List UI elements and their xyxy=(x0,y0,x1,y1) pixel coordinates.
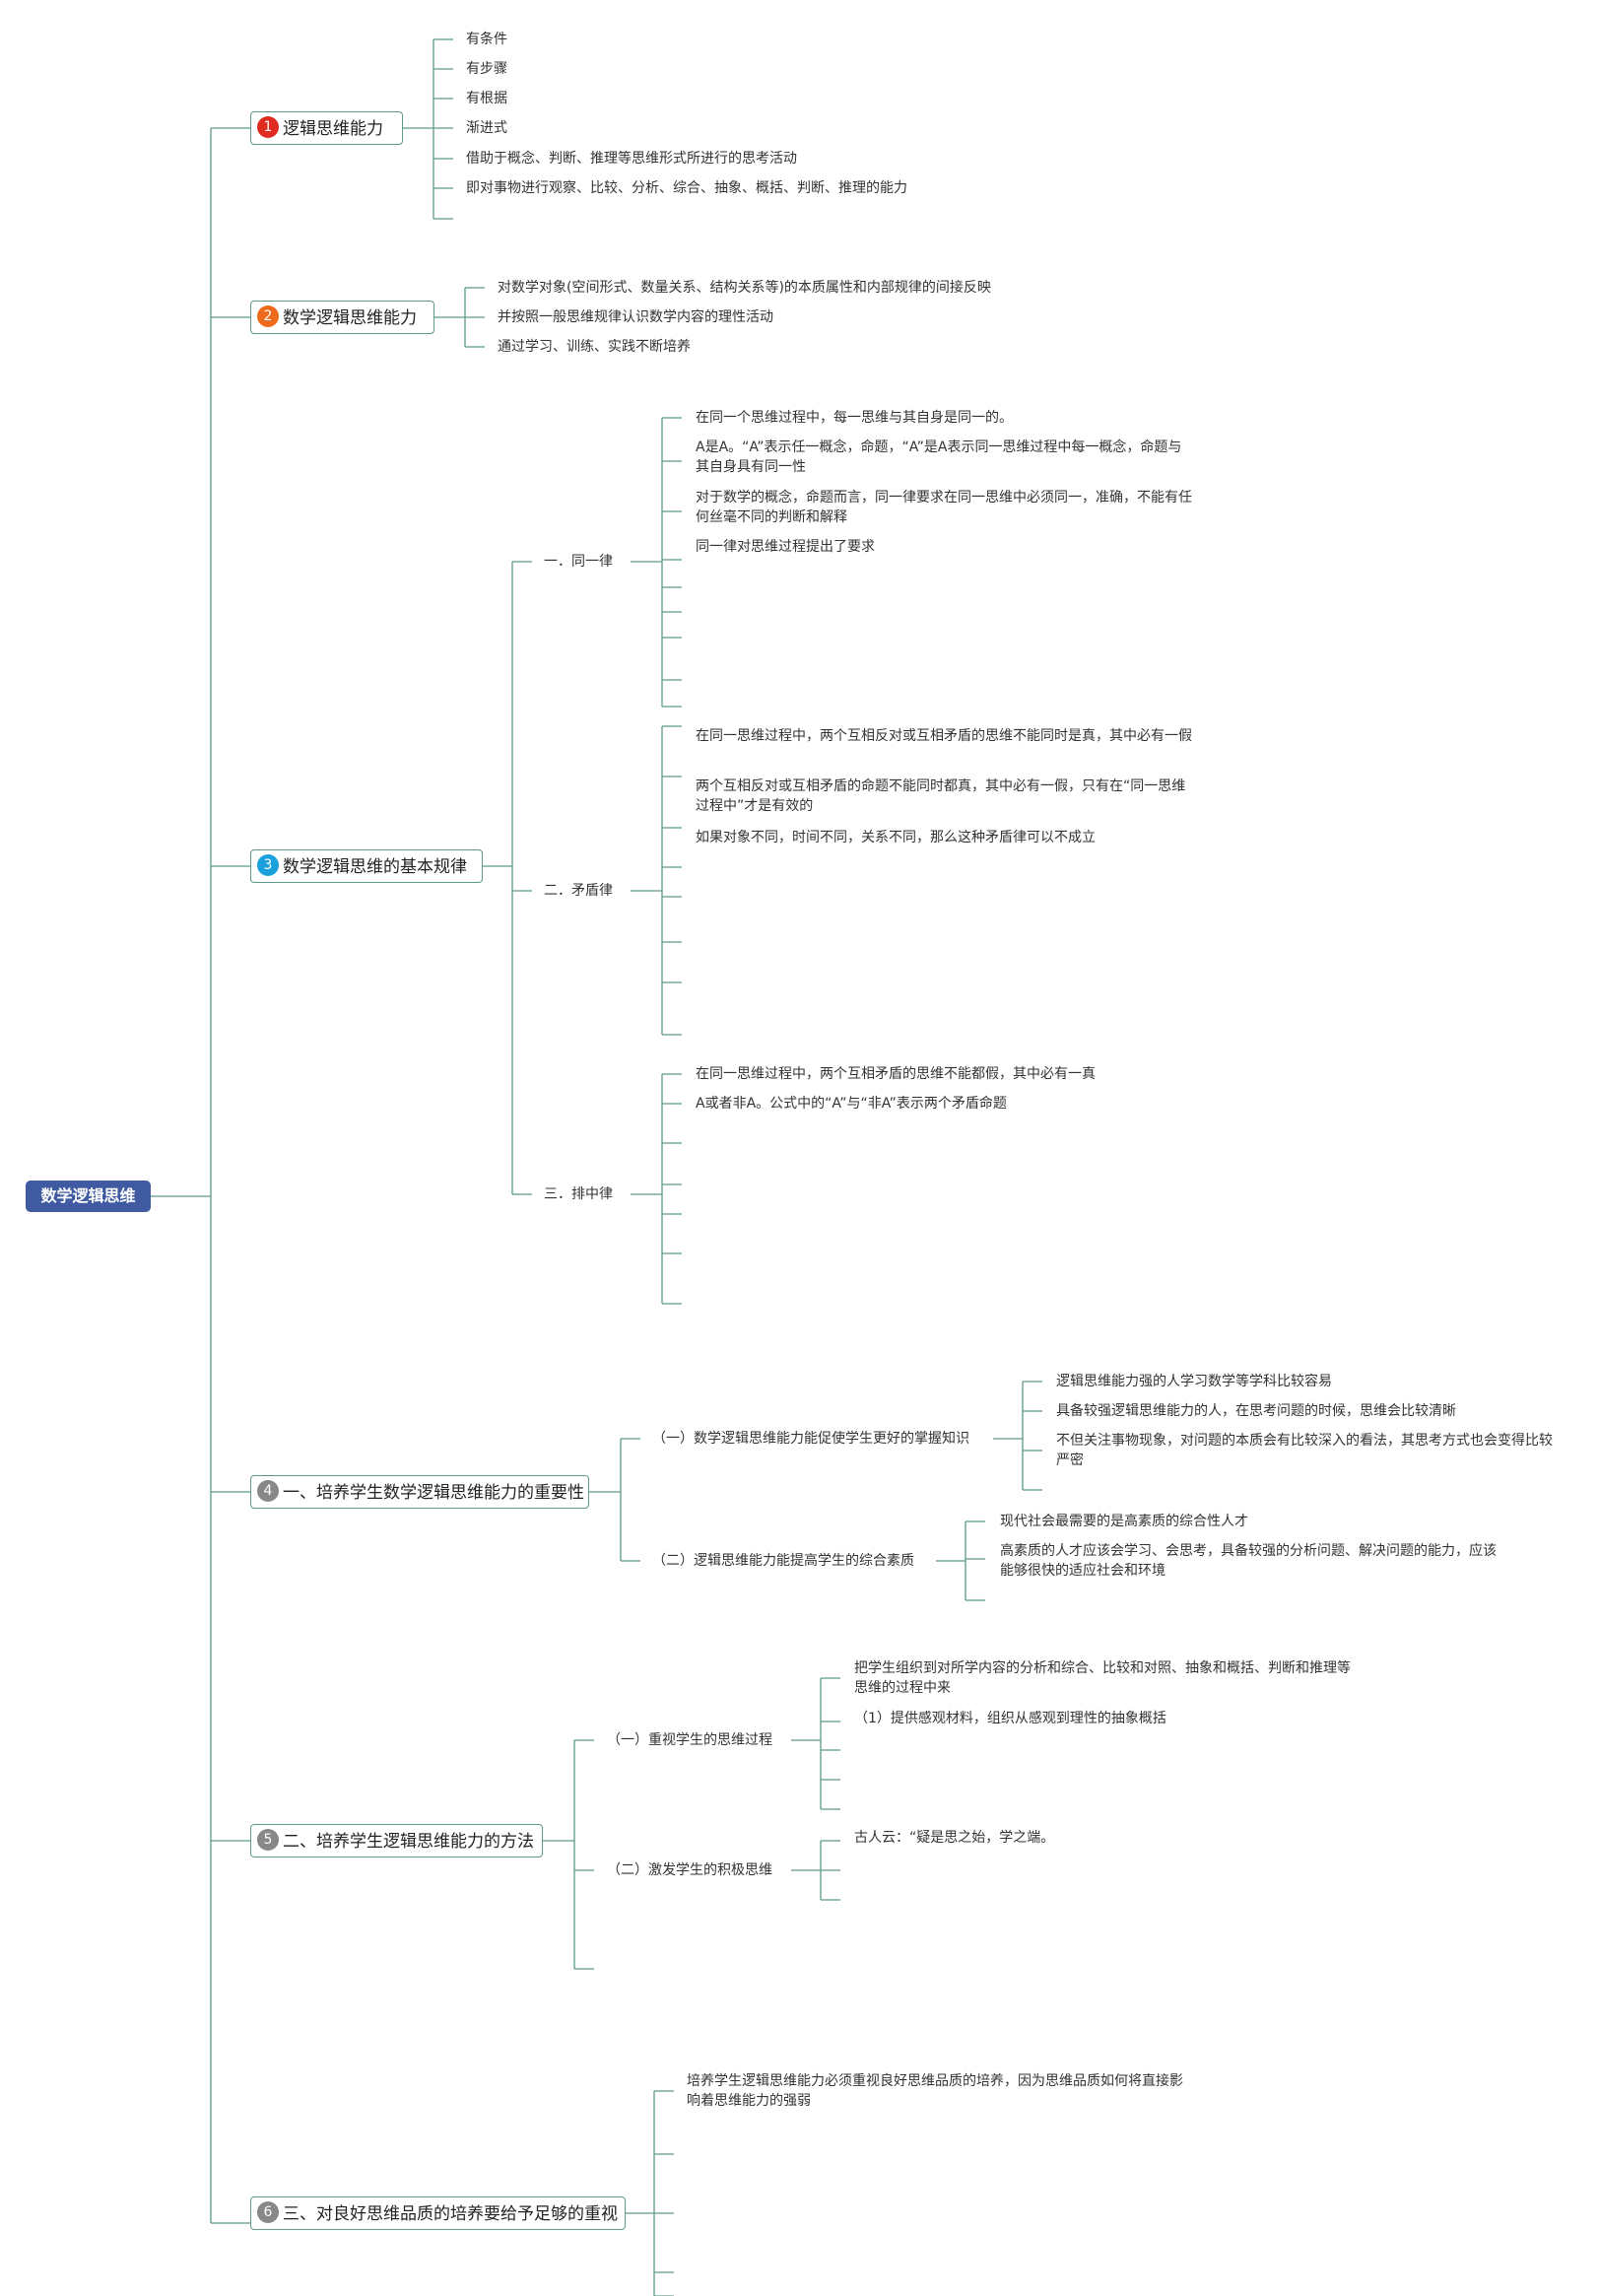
number-5-badge: 5 xyxy=(257,1829,279,1851)
topic-leaf[interactable]: 在同一思维过程中，两个互相反对或互相矛盾的思维不能同时是真，其中必有一假 xyxy=(696,728,1192,744)
topic-leaf[interactable]: 对于数学的概念，命题而言，同一律要求在同一思维中必须同一，准确，不能有任何丝毫不… xyxy=(696,490,1192,525)
topic-leaf[interactable]: 对数学对象(空间形式、数量关系、结构关系等)的本质属性和内部规律的间接反映 xyxy=(498,280,991,296)
topic-leaf[interactable]: A是A。“A”表示任一概念，命题，“A”是A表示同一思维过程中每一概念，命题与其… xyxy=(696,439,1182,475)
number-1-badge: 1 xyxy=(257,116,279,138)
subtopic-law-of-contradiction[interactable]: 二．矛盾律 xyxy=(544,883,613,899)
topic-leaf[interactable]: 即对事物进行观察、比较、分析、综合、抽象、概括、判断、推理的能力 xyxy=(466,180,907,196)
topic-leaf[interactable]: 在同一思维过程中，两个互相矛盾的思维不能都假，其中必有一真 xyxy=(696,1066,1096,1082)
topic-leaf[interactable]: 借助于概念、判断、推理等思维形式所进行的思考活动 xyxy=(466,151,797,167)
topic-leaf[interactable]: 有条件 xyxy=(466,32,507,47)
topic-leaf[interactable]: 逻辑思维能力强的人学习数学等学科比较容易 xyxy=(1056,1374,1332,1389)
topic-leaf[interactable]: 高素质的人才应该会学习、会思考，具备较强的分析问题、解决问题的能力，应该能够很快… xyxy=(1000,1543,1497,1579)
branch-label: 数学逻辑思维能力 xyxy=(283,308,417,328)
number-2-badge: 2 xyxy=(257,305,279,327)
subtopic-law-of-excluded-middle[interactable]: 三．排中律 xyxy=(544,1186,613,1202)
topic-leaf[interactable]: 具备较强逻辑思维能力的人，在思考问题的时候，思维会比较清晰 xyxy=(1056,1403,1456,1419)
branch-label: 三、对良好思维品质的培养要给予足够的重视 xyxy=(283,2204,618,2224)
topic-leaf[interactable]: 有步骤 xyxy=(466,61,507,77)
number-6-badge: 6 xyxy=(257,2201,279,2223)
number-4-badge: 4 xyxy=(257,1480,279,1502)
branch-label: 数学逻辑思维的基本规律 xyxy=(283,857,467,877)
topic-leaf[interactable]: A或者非A。公式中的“A”与“非A”表示两个矛盾命题 xyxy=(696,1096,1007,1112)
topic-leaf[interactable]: 并按照一般思维规律认识数学内容的理性活动 xyxy=(498,309,773,325)
subtopic-active-thinking[interactable]: （二）激发学生的积极思维 xyxy=(607,1862,772,1878)
topic-leaf[interactable]: 不但关注事物现象，对问题的本质会有比较深入的看法，其思考方式也会变得比较严密 xyxy=(1056,1433,1553,1468)
topic-leaf[interactable]: 现代社会最需要的是高素质的综合性人才 xyxy=(1000,1514,1248,1529)
topic-leaf[interactable]: 有根据 xyxy=(466,91,507,106)
topic-leaf[interactable]: 把学生组织到对所学内容的分析和综合、比较和对照、抽象和概括、判断和推理等思维的过… xyxy=(854,1660,1351,1696)
subtopic-thinking-process[interactable]: （一）重视学生的思维过程 xyxy=(607,1732,772,1748)
topic-leaf[interactable]: 通过学习、训练、实践不断培养 xyxy=(498,339,691,355)
topic-leaf[interactable]: 同一律对思维过程提出了要求 xyxy=(696,539,875,555)
topic-leaf[interactable]: 两个互相反对或互相矛盾的命题不能同时都真，其中必有一假，只有在“同一思维过程中”… xyxy=(696,778,1186,814)
number-3-badge: 3 xyxy=(257,854,279,876)
topic-leaf[interactable]: 如果对象不同，时间不同，关系不同，那么这种矛盾律可以不成立 xyxy=(696,830,1096,845)
topic-leaf[interactable]: （1）提供感观材料，组织从感观到理性的抽象概括 xyxy=(854,1711,1166,1726)
branch-label: 逻辑思维能力 xyxy=(283,119,383,139)
root-topic[interactable]: 数学逻辑思维 xyxy=(26,1181,151,1212)
topic-leaf[interactable]: 在同一个思维过程中，每一思维与其自身是同一的。 xyxy=(696,410,1013,426)
branch-label: 一、培养学生数学逻辑思维能力的重要性 xyxy=(283,1483,584,1503)
subtopic-overall-quality[interactable]: （二）逻辑思维能力能提高学生的综合素质 xyxy=(652,1553,914,1569)
topic-leaf[interactable]: 古人云：“疑是思之始，学之端。 xyxy=(854,1830,1055,1846)
topic-leaf[interactable]: 渐进式 xyxy=(466,120,507,136)
topic-leaf[interactable]: 培养学生逻辑思维能力必须重视良好思维品质的培养，因为思维品质如何将直接影响着思维… xyxy=(687,2073,1183,2109)
subtopic-master-knowledge[interactable]: （一）数学逻辑思维能力能促使学生更好的掌握知识 xyxy=(652,1431,969,1447)
subtopic-law-of-identity[interactable]: 一．同一律 xyxy=(544,554,613,570)
branch-label: 二、培养学生逻辑思维能力的方法 xyxy=(283,1832,534,1852)
